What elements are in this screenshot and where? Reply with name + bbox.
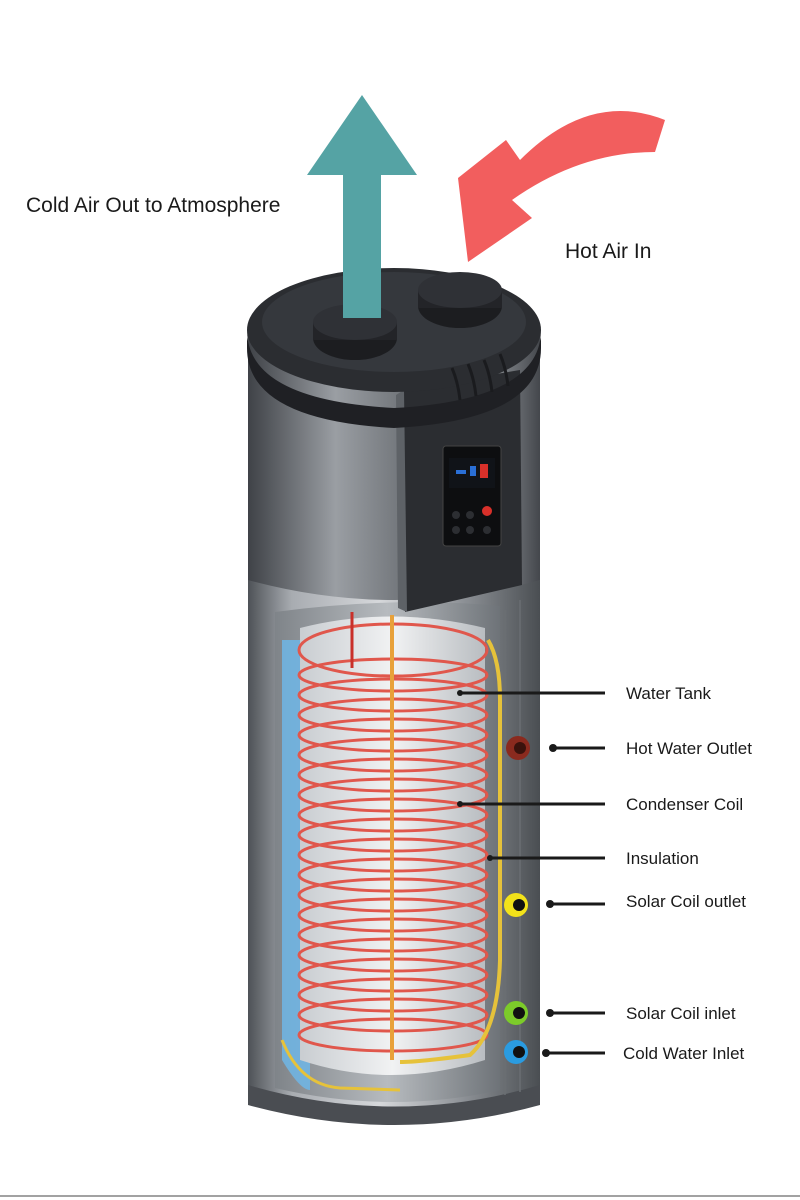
exhaust-duct [313,304,397,360]
control-panel [442,445,502,547]
cold-air-out-label: Cold Air Out to Atmosphere [26,194,280,217]
cold-water-inlet-label: Cold Water Inlet [623,1044,745,1063]
cold-air-out-arrow [307,95,417,318]
hot-water-outlet-label: Hot Water Outlet [626,739,752,758]
solar-coil-inlet-label: Solar Coil inlet [626,1004,736,1023]
solar-coil-outlet-label: Solar Coil outlet [626,892,746,911]
ports [504,736,530,1064]
hot-air-in-arrow [458,111,665,262]
intake-duct [418,272,502,328]
condenser-coil-label: Condenser Coil [626,795,743,814]
water-heater-body [248,560,540,1125]
heat-pump-housing [247,268,541,612]
insulation-label: Insulation [626,849,699,868]
insulation [399,638,502,1064]
leader-dots [457,690,557,1057]
leader-lines [460,691,605,1055]
water-tank-label: Water Tank [626,684,712,703]
hot-air-in-label: Hot Air In [565,240,651,263]
